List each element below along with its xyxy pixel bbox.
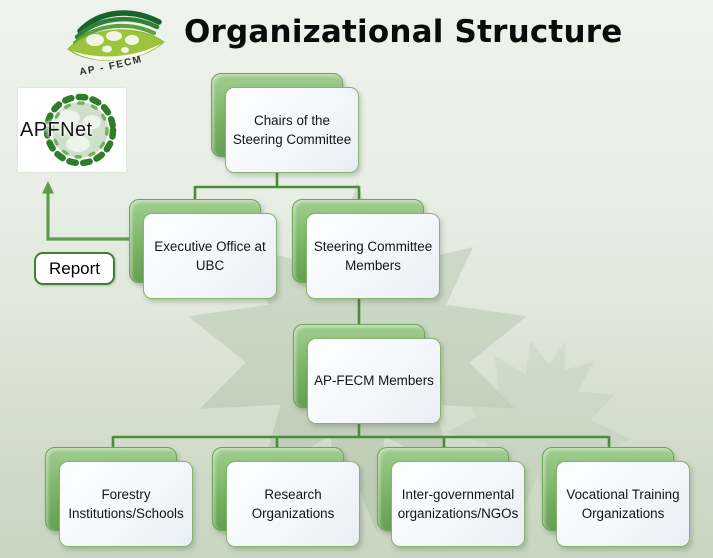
apfnet-logo: APFNet (18, 88, 126, 172)
node-face: Vocational Training Organizations (556, 461, 690, 547)
org-node-forestry-institutions: Forestry Institutions/Schools (45, 447, 195, 549)
node-label: Inter-governmental organizations/NGOs (397, 486, 519, 521)
node-label: Steering Committee Members (313, 238, 433, 273)
node-face: Chairs of the Steering Committee (225, 87, 359, 173)
apfnet-logo-text: APFNet (20, 119, 93, 141)
node-face: Steering Committee Members (306, 213, 440, 299)
apfecm-logo-icon: AP - FECM (67, 10, 165, 78)
node-label: Forestry Institutions/Schools (68, 486, 184, 521)
node-face: Inter-governmental organizations/NGOs (391, 461, 525, 547)
org-node-apfecm-members: AP-FECM Members (293, 324, 443, 426)
world-map-icon (86, 31, 139, 53)
node-face: AP-FECM Members (307, 338, 441, 424)
node-face: Executive Office at UBC (143, 213, 277, 299)
node-face: Research Organizations (226, 461, 360, 547)
org-node-intergovernmental-ngos: Inter-governmental organizations/NGOs (377, 447, 527, 549)
apfnet-wreath-globe-icon (43, 93, 117, 167)
node-label: Executive Office at UBC (154, 238, 266, 273)
node-label: Chairs of the Steering Committee (232, 112, 352, 147)
node-label: Vocational Training Organizations (566, 486, 680, 521)
node-label: AP-FECM Members (314, 373, 434, 389)
node-face: Forestry Institutions/Schools (59, 461, 193, 547)
report-button: Report (34, 252, 115, 285)
org-node-chairs: Chairs of the Steering Committee (211, 73, 361, 175)
node-label: Research Organizations (251, 486, 335, 521)
report-label: Report (48, 258, 101, 278)
org-node-vocational-training: Vocational Training Organizations (542, 447, 692, 549)
org-node-executive-office: Executive Office at UBC (129, 199, 279, 301)
page-title: Organizational Structure (184, 14, 623, 50)
org-node-steering-members: Steering Committee Members (292, 199, 442, 301)
org-node-research-organizations: Research Organizations (212, 447, 362, 549)
